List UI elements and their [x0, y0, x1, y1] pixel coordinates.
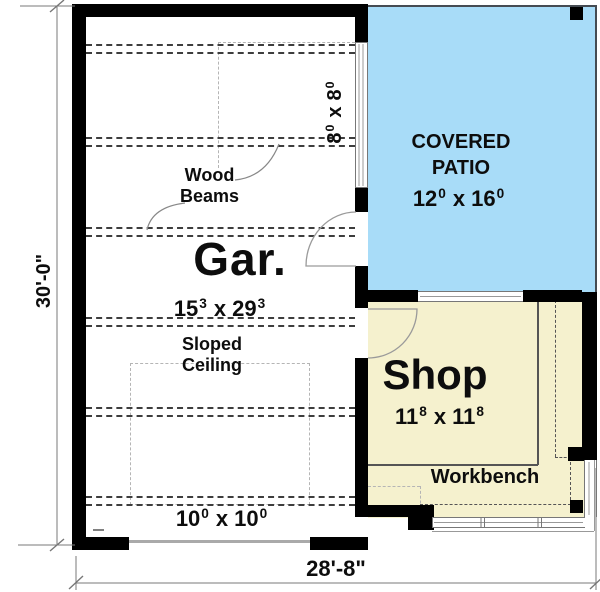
patio-post: [570, 7, 583, 20]
garage-door-dim-b-sup: 0: [259, 505, 268, 521]
workbench-text: Workbench: [430, 466, 540, 488]
patio-dim-a-sup: 0: [438, 185, 446, 201]
wood-beam-line: [86, 145, 355, 147]
patio-name-line1: COVERED: [411, 131, 511, 153]
dimension-bottom-text: 28'-8": [306, 556, 366, 581]
patio-dim-a: 12: [412, 186, 438, 211]
wood-beams-line2: Beams: [179, 186, 240, 207]
patio-dim-b: 16: [471, 186, 496, 211]
garage-room-name: Gar.: [130, 232, 350, 286]
garage-dim-b: 29: [232, 296, 257, 321]
wall-bottom-left: [72, 537, 129, 550]
garage-door-dim-a: 10: [175, 506, 201, 531]
sloped-ceiling-line2: Ceiling: [181, 355, 242, 376]
patio-opening-dim-sep: x: [324, 106, 346, 118]
patio-room-name: COVERED PATIO: [361, 129, 561, 181]
wall-shop-step: [355, 505, 410, 517]
shop-south-window: [432, 517, 585, 528]
wall-patio-south-east: [523, 290, 582, 302]
wall-left: [72, 4, 86, 550]
shop-room-name: Shop: [335, 350, 535, 400]
wall-divider-a: [355, 4, 368, 42]
patio-dim-b-sup: 0: [496, 185, 505, 201]
wood-beam-line: [86, 44, 355, 46]
garage-dim-sep: x: [213, 296, 227, 321]
wood-beam-line: [86, 227, 355, 229]
wall-shop-east-jog: [568, 447, 597, 461]
patio-name-line2: PATIO: [431, 157, 491, 179]
patio-shop-window: [418, 291, 523, 302]
wood-beam-line: [86, 407, 355, 409]
dimension-label-bottom: 28'-8": [236, 556, 436, 582]
garage-dim-a-sup: 3: [199, 295, 207, 311]
workbench-shelf-dashed: [555, 300, 556, 457]
wall-top: [72, 4, 368, 17]
sloped-ceiling-outline: [130, 363, 310, 505]
shop-post: [570, 500, 583, 513]
wall-shop-south-cap: [408, 505, 434, 530]
garage-dim-b-sup: 3: [257, 295, 266, 311]
wood-beams-line1: Wood: [184, 165, 235, 185]
workbench-label: Workbench: [405, 466, 565, 490]
wall-shop-east: [582, 292, 597, 447]
ceiling-break-line: [218, 42, 355, 43]
wall-patio-south-west: [368, 290, 418, 302]
dimension-label-left: 30'-0": [33, 231, 57, 331]
ceiling-break-line: [218, 42, 219, 168]
garage-door-dim-sep: x: [215, 506, 229, 531]
wood-beam-line: [86, 496, 355, 498]
wall-divider-c: [355, 266, 368, 308]
workbench-shelf-dashed: [570, 457, 571, 505]
garage-dim-a: 15: [173, 296, 199, 321]
shop-name-text: Shop: [382, 351, 488, 398]
garage-door-dim-a-sup: 0: [201, 505, 209, 521]
sloped-ceiling-line1: Sloped: [181, 334, 242, 354]
shop-dim-sep: x: [433, 404, 447, 429]
patio-opening-dim-a: 8: [324, 132, 346, 144]
wall-bottom-right: [310, 537, 368, 550]
sloped-ceiling-label: Sloped Ceiling: [160, 334, 264, 376]
workbench-front-line: [537, 296, 539, 465]
workbench-shelf-dashed: [420, 504, 571, 505]
wood-beam-line: [86, 325, 355, 327]
shop-dim-b-sup: 8: [476, 403, 484, 419]
wood-beams-label: Wood Beams: [157, 165, 262, 207]
shop-dim-a: 11: [395, 404, 419, 429]
patio-dim-sep: x: [452, 186, 466, 211]
shop-dim-a-sup: 8: [419, 403, 427, 419]
wood-beam-line: [86, 52, 355, 54]
wood-beam-line: [86, 137, 355, 139]
dimension-left-text: 30'-0": [33, 253, 55, 309]
patio-opening-dims-label: 80x80: [322, 62, 348, 162]
patio-opening-dim-b-sup: 0: [322, 81, 337, 89]
garage-name-text: Gar.: [193, 233, 287, 285]
patio-opening-dim-b: 8: [324, 89, 346, 101]
wood-beam-line: [86, 415, 355, 417]
garage-door-dim-b: 10: [234, 506, 259, 531]
shop-east-window: [584, 460, 597, 517]
shop-dim-b: 11: [452, 404, 476, 429]
patio-opening-dim-a-sup: 0: [322, 124, 337, 132]
